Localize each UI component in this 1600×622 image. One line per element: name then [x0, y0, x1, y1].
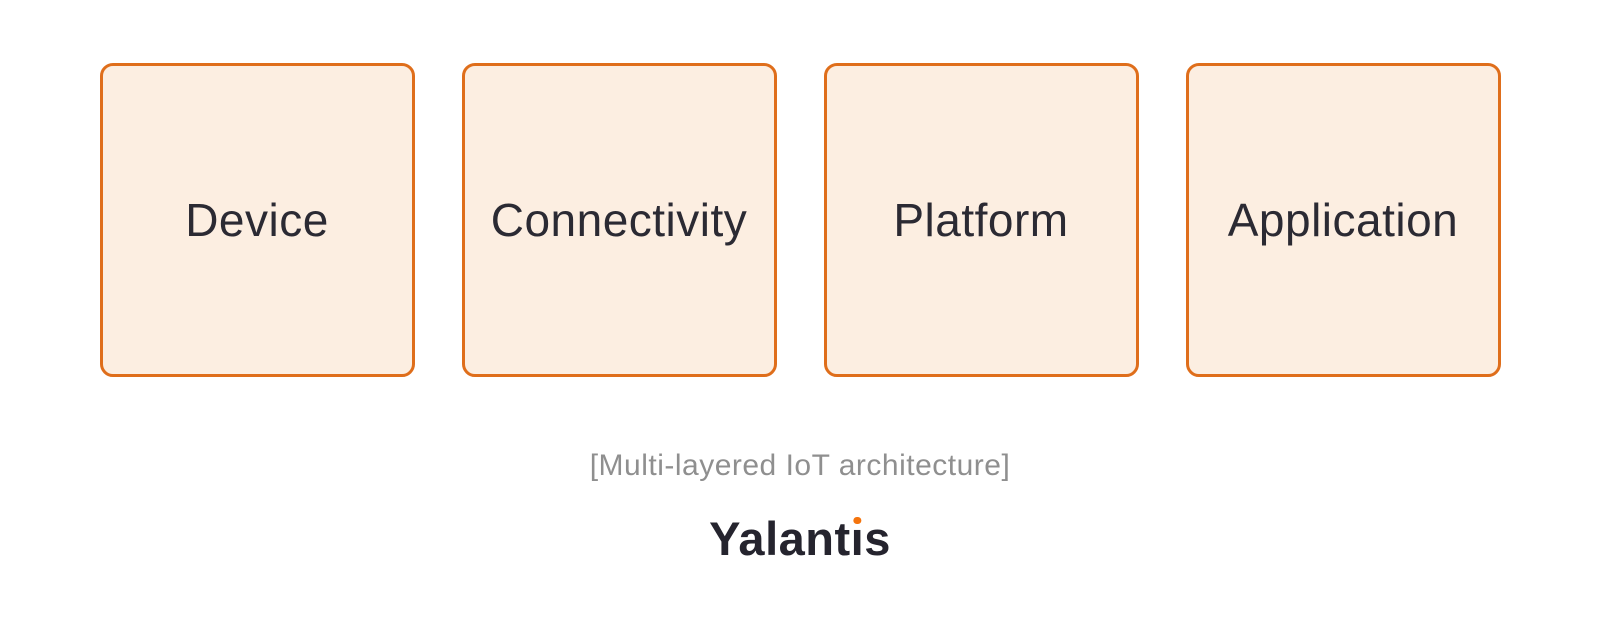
layers-row: Device Connectivity Platform Application: [99, 63, 1501, 377]
logo-i-stem: ı: [850, 512, 865, 565]
logo-text-start: Yalant: [709, 512, 851, 565]
layer-label-platform: Platform: [893, 194, 1069, 246]
layer-box-platform: Platform: [823, 63, 1139, 377]
layer-box-connectivity: Connectivity: [461, 63, 777, 377]
layer-box-device: Device: [99, 63, 415, 377]
layer-box-application: Application: [1185, 63, 1501, 377]
layer-label-device: Device: [185, 194, 329, 246]
diagram-caption: [Multi-layered IoT architecture]: [589, 449, 1011, 482]
logo-text-end: s: [864, 512, 891, 565]
logo-letter-i: ı: [851, 511, 865, 567]
layer-label-connectivity: Connectivity: [490, 194, 748, 246]
layer-label-application: Application: [1227, 194, 1459, 246]
logo-i-dot-icon: [853, 517, 862, 525]
